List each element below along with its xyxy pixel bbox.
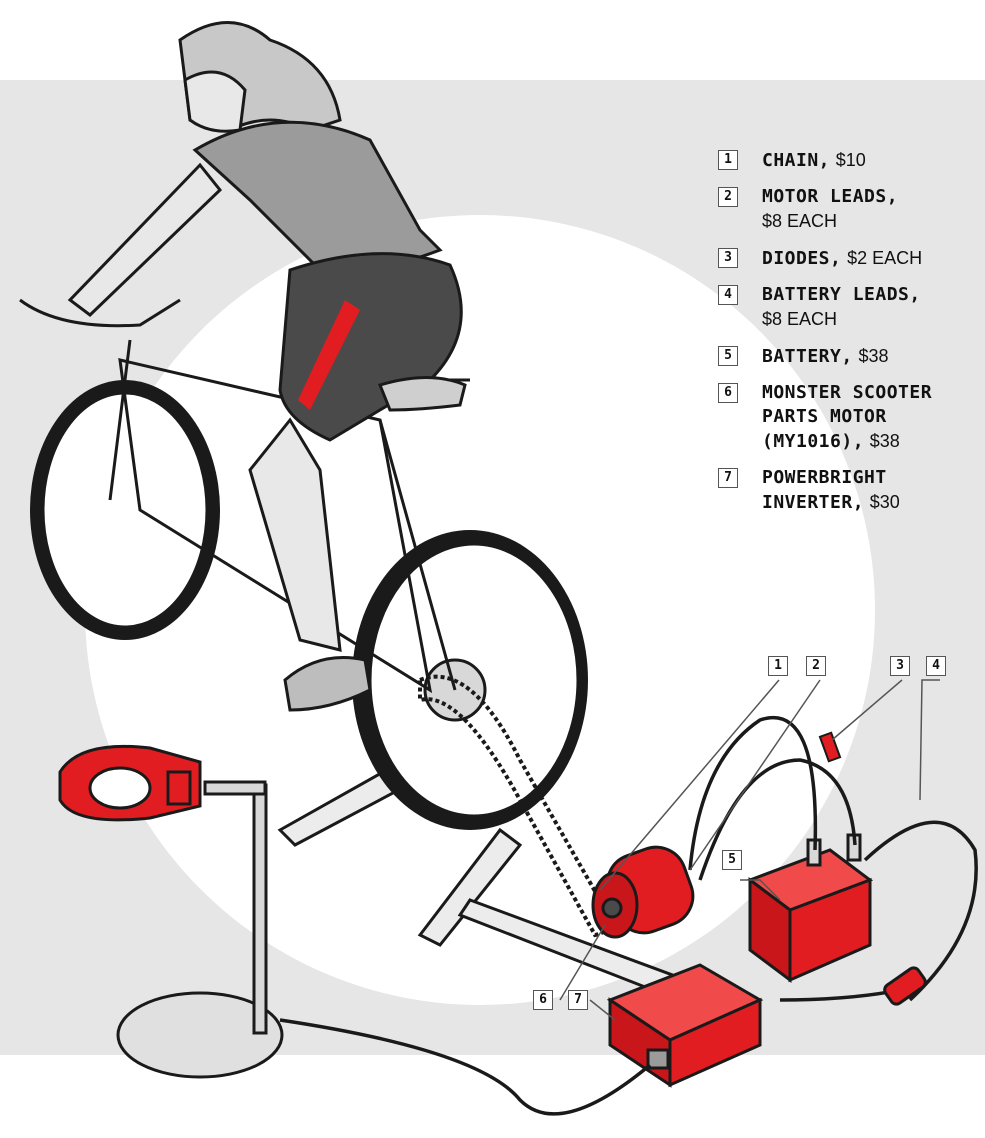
- legend-item-inverter: 7 POWERBRIGHT INVERTER, $30: [718, 466, 985, 515]
- bike-seat: [380, 378, 465, 411]
- legend-part-name: DIODES,: [762, 248, 841, 269]
- legend-part-name: BATTERY LEADS,: [762, 284, 921, 305]
- callout-7: 7: [568, 990, 588, 1010]
- callout-4: 4: [926, 656, 946, 676]
- legend-part-name: BATTERY,: [762, 346, 853, 367]
- callout-2: 2: [806, 656, 826, 676]
- legend-number: 2: [718, 187, 738, 207]
- legend-part-name: MOTOR LEADS,: [762, 186, 898, 207]
- legend-item-diodes: 3 DIODES, $2 EACH: [718, 246, 985, 271]
- bulb-socket: [168, 772, 190, 804]
- lamp-pole: [254, 785, 266, 1033]
- legend-item-battery: 5 BATTERY, $38: [718, 344, 985, 369]
- legend-item-chain: 1 CHAIN, $10: [718, 148, 985, 173]
- legend-price: $8 EACH: [762, 211, 837, 231]
- legend-part-name: CHAIN,: [762, 150, 830, 171]
- legend-price: $2 EACH: [847, 248, 922, 268]
- legend-number: 7: [718, 468, 738, 488]
- callout-3: 3: [890, 656, 910, 676]
- legend-item-battery-leads: 4 BATTERY LEADS, $8 EACH: [718, 283, 985, 332]
- legend-price: $30: [870, 492, 900, 512]
- legend-number: 5: [718, 346, 738, 366]
- callout-6: 6: [533, 990, 553, 1010]
- parts-legend: 1 CHAIN, $10 2 MOTOR LEADS, $8 EACH 3 DIO…: [718, 148, 985, 527]
- legend-price: $38: [858, 346, 888, 366]
- front-wheel: [30, 380, 220, 640]
- lightbulb: [90, 768, 150, 808]
- legend-number: 3: [718, 248, 738, 268]
- legend-price: $8 EACH: [762, 309, 837, 329]
- callout-1: 1: [768, 656, 788, 676]
- legend-number: 6: [718, 383, 738, 403]
- rear-wheel: [352, 530, 588, 830]
- legend-number: 1: [718, 150, 738, 170]
- lamp-arm: [205, 782, 265, 794]
- legend-part-name: MONSTER SCOOTER PARTS MOTOR (MY1016),: [762, 382, 932, 452]
- legend-part-name: POWERBRIGHT INVERTER,: [762, 467, 887, 513]
- legend-item-motor-leads: 2 MOTOR LEADS, $8 EACH: [718, 185, 985, 234]
- callout-5: 5: [722, 850, 742, 870]
- legend-number: 4: [718, 285, 738, 305]
- legend-item-motor: 6 MONSTER SCOOTER PARTS MOTOR (MY1016), …: [718, 381, 985, 454]
- legend-price: $38: [870, 431, 900, 451]
- legend-price: $10: [836, 150, 866, 170]
- rider-head: [185, 72, 245, 131]
